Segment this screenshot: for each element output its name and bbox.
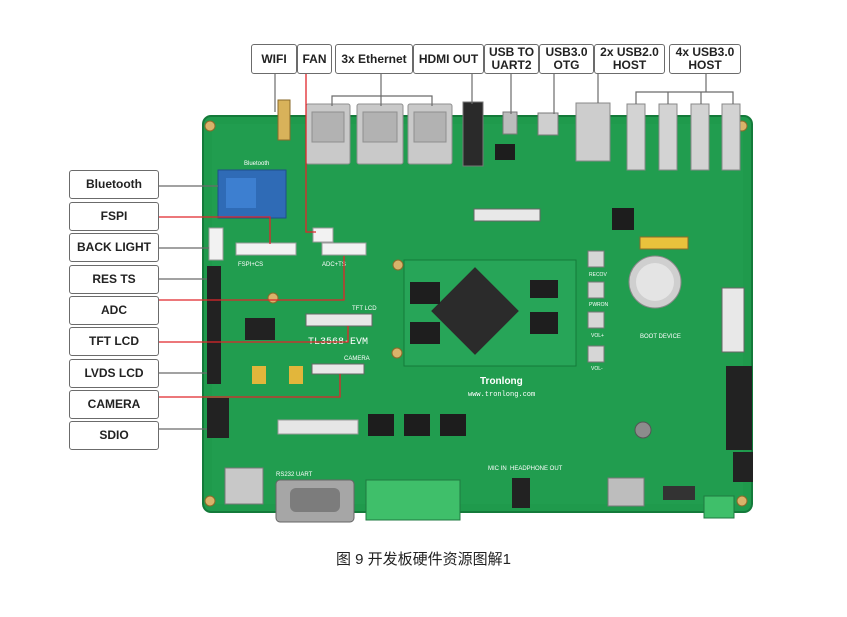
left-pin-header bbox=[207, 266, 221, 384]
label-usb-to-uart2: USB TO UART2 bbox=[484, 44, 539, 74]
left-callout-lines bbox=[159, 185, 349, 430]
wifi-antenna-connector bbox=[277, 99, 291, 141]
label-camera: CAMERA bbox=[69, 390, 159, 419]
audio-jack bbox=[512, 478, 530, 508]
silk-boot: BOOT DEVICE bbox=[640, 334, 681, 340]
hdmi-connector bbox=[462, 101, 484, 167]
label-usb2-host: 2x USB2.0 HOST bbox=[594, 44, 665, 74]
silk-headphone: HEADPHONE OUT bbox=[510, 466, 563, 472]
backlight-connector bbox=[208, 227, 224, 261]
top-callout-lines bbox=[274, 74, 734, 114]
silk-button-1: PWRON bbox=[589, 302, 609, 308]
label-adc: ADC bbox=[69, 296, 159, 325]
silk-url: www.tronlong.com bbox=[468, 391, 535, 399]
uart-connector bbox=[502, 111, 518, 135]
silk-button-2: VOL+ bbox=[591, 333, 604, 339]
fspi-header bbox=[235, 242, 297, 256]
sdio-header bbox=[207, 398, 229, 438]
usb2-connector bbox=[575, 102, 611, 162]
terminal-block bbox=[365, 479, 461, 521]
silk-camera: CAMERA bbox=[344, 356, 370, 362]
label-wifi: WIFI bbox=[251, 44, 297, 74]
silk-button-3: VOL- bbox=[591, 366, 603, 372]
tf-slot bbox=[607, 477, 645, 507]
power-terminal bbox=[703, 495, 735, 519]
label-sdio: SDIO bbox=[69, 421, 159, 450]
silk-brand: Tronlong bbox=[480, 376, 523, 387]
tft-connector bbox=[305, 313, 373, 327]
label-back-light: BACK LIGHT bbox=[69, 233, 159, 262]
silk-tft: TFT LCD bbox=[352, 306, 377, 312]
ethernet-jacks bbox=[305, 103, 453, 165]
label-usb3-otg: USB3.0 OTG bbox=[539, 44, 594, 74]
soc-chip bbox=[431, 267, 519, 355]
figure-caption: 图 9 开发板硬件资源图解1 bbox=[335, 551, 512, 568]
label-fan: FAN bbox=[297, 44, 332, 74]
label-res-ts: RES TS bbox=[69, 265, 159, 294]
fan-callout-line bbox=[305, 74, 316, 233]
silk-button-0: RECOV bbox=[589, 272, 607, 278]
adc-header bbox=[321, 242, 367, 256]
label-ethernet: 3x Ethernet bbox=[335, 44, 413, 74]
usb3-connectors bbox=[626, 103, 741, 171]
label-usb3-host: 4x USB3.0 HOST bbox=[669, 44, 741, 74]
label-fspi: FSPI bbox=[69, 202, 159, 231]
silk-rs232: RS232 UART bbox=[276, 472, 313, 478]
silk-fspi: FSPI+CS bbox=[238, 262, 263, 268]
sim-slot bbox=[224, 467, 264, 505]
camera-connector bbox=[311, 363, 365, 375]
fan-header bbox=[312, 227, 334, 243]
buttons bbox=[587, 250, 605, 363]
silk-adc: ADC+TS bbox=[322, 262, 346, 268]
otg-connector bbox=[537, 112, 559, 136]
silk-mic: MIC IN bbox=[488, 466, 507, 472]
silk-bluetooth: Bluetooth bbox=[244, 161, 269, 167]
label-bluetooth: Bluetooth bbox=[69, 170, 159, 199]
label-hdmi-out: HDMI OUT bbox=[413, 44, 484, 74]
label-lvds-lcd: LVDS LCD bbox=[69, 359, 159, 388]
label-tft-lcd: TFT LCD bbox=[69, 327, 159, 356]
